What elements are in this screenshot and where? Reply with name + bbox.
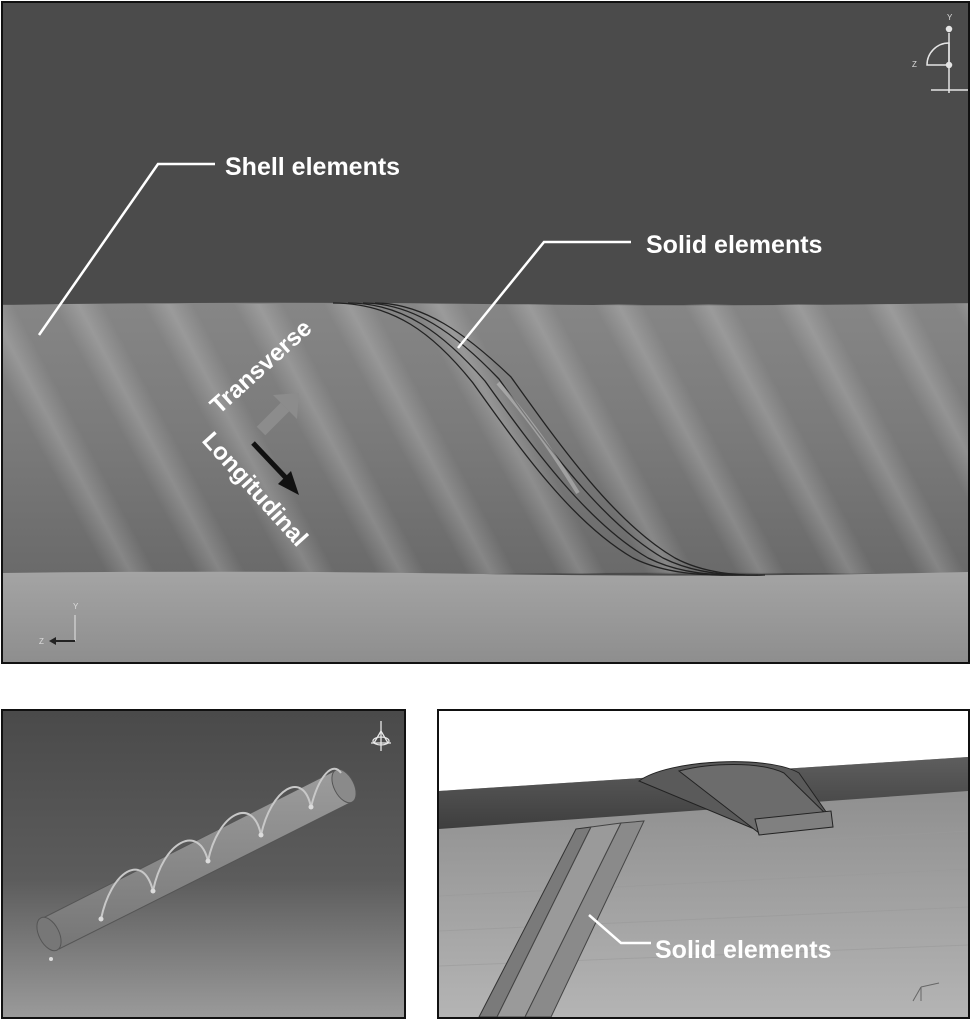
diagonal-solid-band [478,820,645,1017]
transverse-arrow [256,393,299,436]
solid-elements-band [332,302,766,576]
axis-indicator-y-label: Y [73,602,79,611]
triad-icon [912,982,940,1002]
closeup-model-canvas: Solid elements [439,711,968,1017]
pipe-isometric [36,768,357,952]
triad-icon [371,721,391,751]
lower-surface [3,571,968,662]
axis-indicator-icon [49,615,76,645]
main-model-view: Shell elements Solid elements Transverse… [1,1,970,664]
shell-elements-label: Shell elements [225,153,400,181]
axis-indicator-z-label: Z [39,637,44,646]
solid-elements-label: Solid elements [646,231,822,259]
helical-bands [100,767,342,920]
band-highlight [496,381,580,495]
shell-leader-line [37,162,215,336]
band-joints [49,804,314,961]
solid-leader-line [588,914,651,945]
view-triad-y-label: Y [947,13,953,22]
solid-elements-label: Solid elements [655,936,831,964]
closeup-model-view: Solid elements [437,709,970,1019]
view-triad-icon [926,25,968,93]
isometric-model-canvas [3,711,404,1017]
surface-stripes [3,304,968,574]
solid-leader-line [457,240,631,349]
saddle-solid-element [637,761,834,836]
isometric-model-view [1,709,406,1019]
longitudinal-arrow [251,441,299,495]
view-triad-z-label: Z [912,60,917,69]
main-model-canvas: Shell elements Solid elements Transverse… [3,3,968,662]
